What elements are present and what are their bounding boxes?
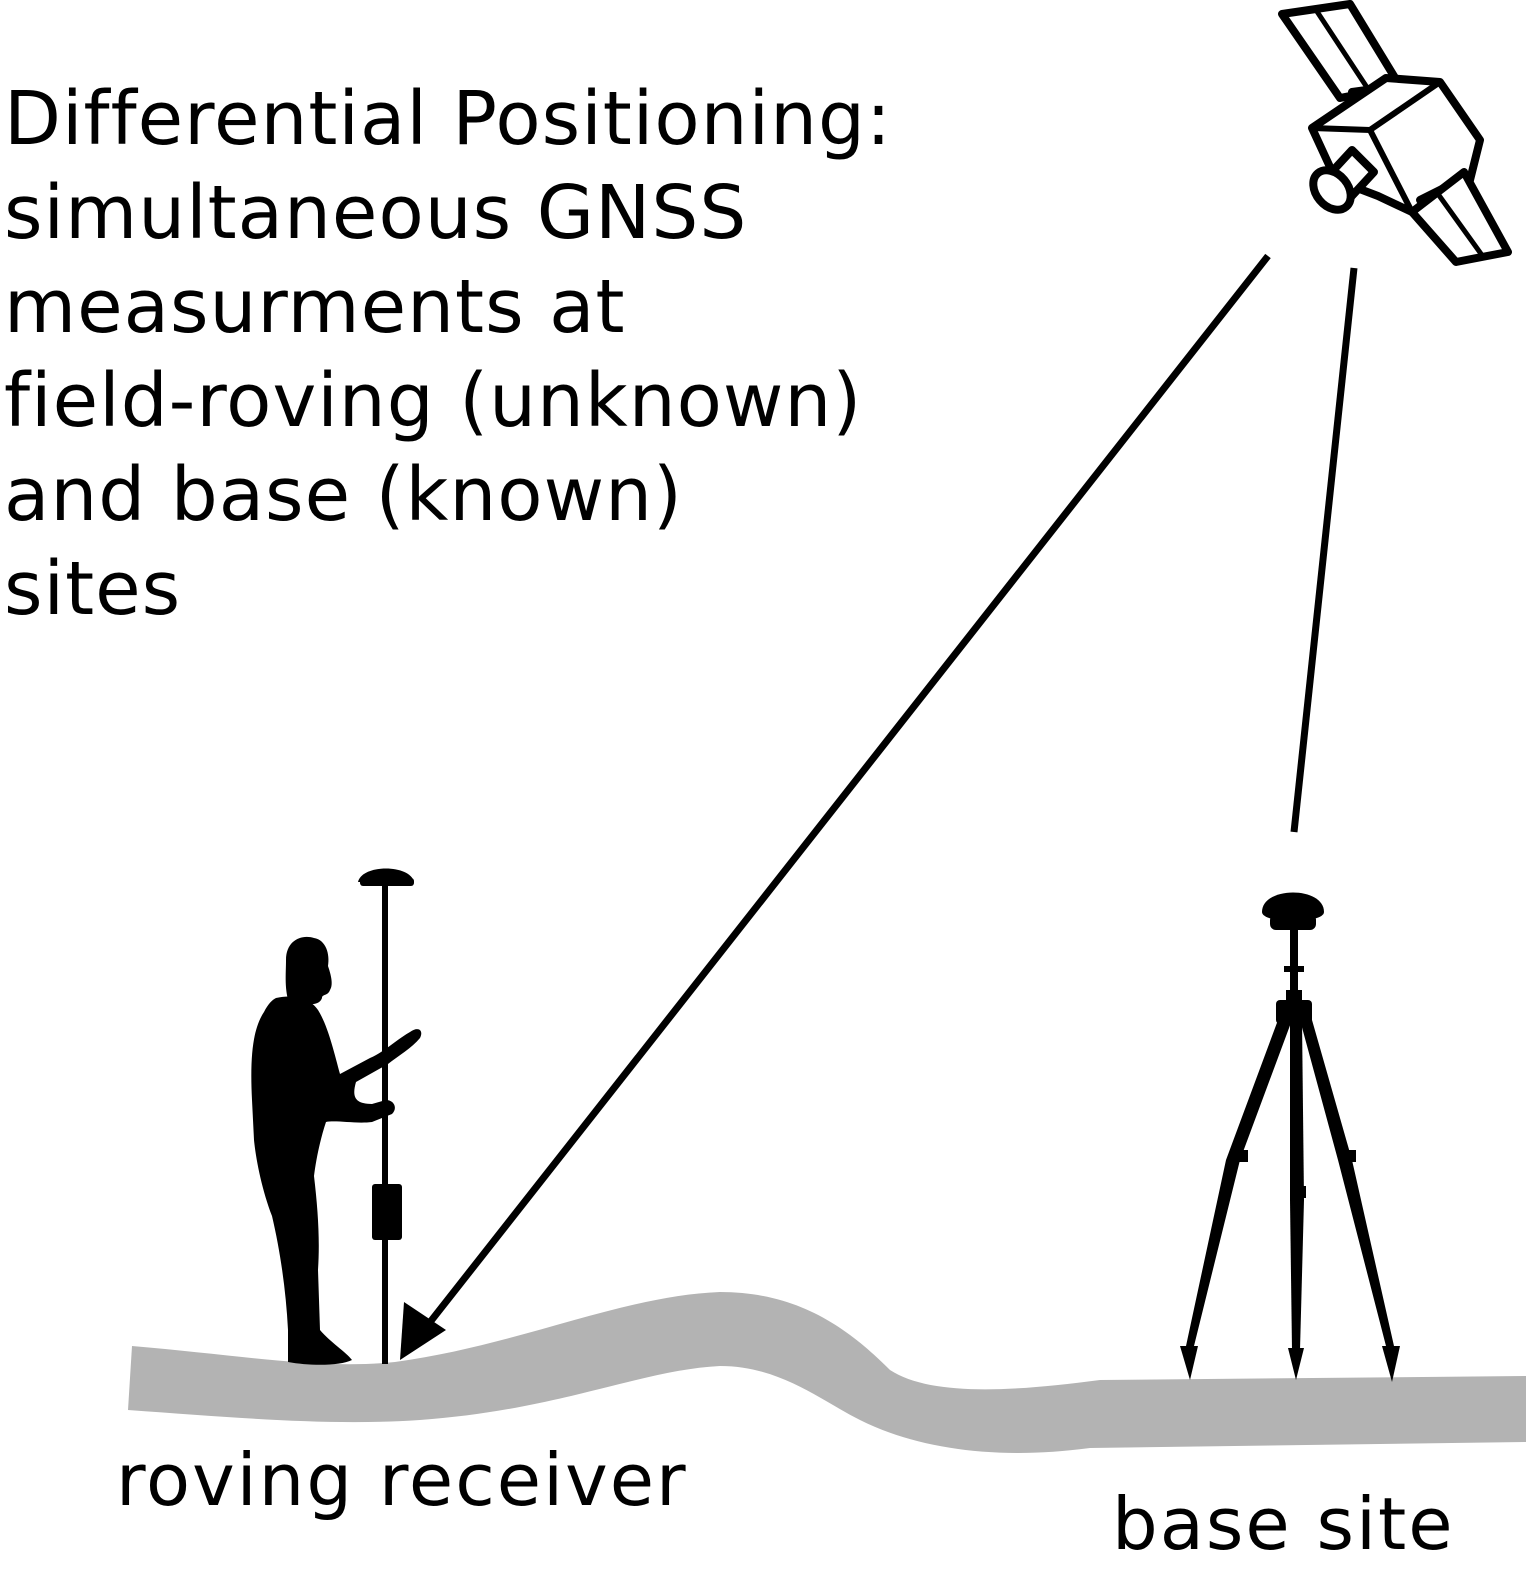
title-line: field-roving (unknown) [4,358,863,444]
signal-to-rover [400,253,1271,1360]
title-line: Differential Positioning: [4,76,892,162]
rover-pole [382,884,388,1364]
tripod-icon [1180,892,1400,1382]
arrow-head [400,1302,446,1360]
ground-strip [128,1292,1526,1453]
title-line: and base (known) [4,452,683,538]
title-line: simultaneous GNSS [4,170,748,256]
rover-label: roving receiver [116,1438,688,1522]
title-line: measurments at [4,264,626,350]
title-line: sites [4,546,182,632]
diagram-title: Differential Positioning: simultaneous G… [4,72,1064,636]
satellite-icon [1278,0,1512,266]
surveyor-icon [251,868,422,1365]
base-label: base site [1112,1482,1455,1566]
signal-to-base [1290,267,1358,833]
base-antenna [1262,892,1324,921]
